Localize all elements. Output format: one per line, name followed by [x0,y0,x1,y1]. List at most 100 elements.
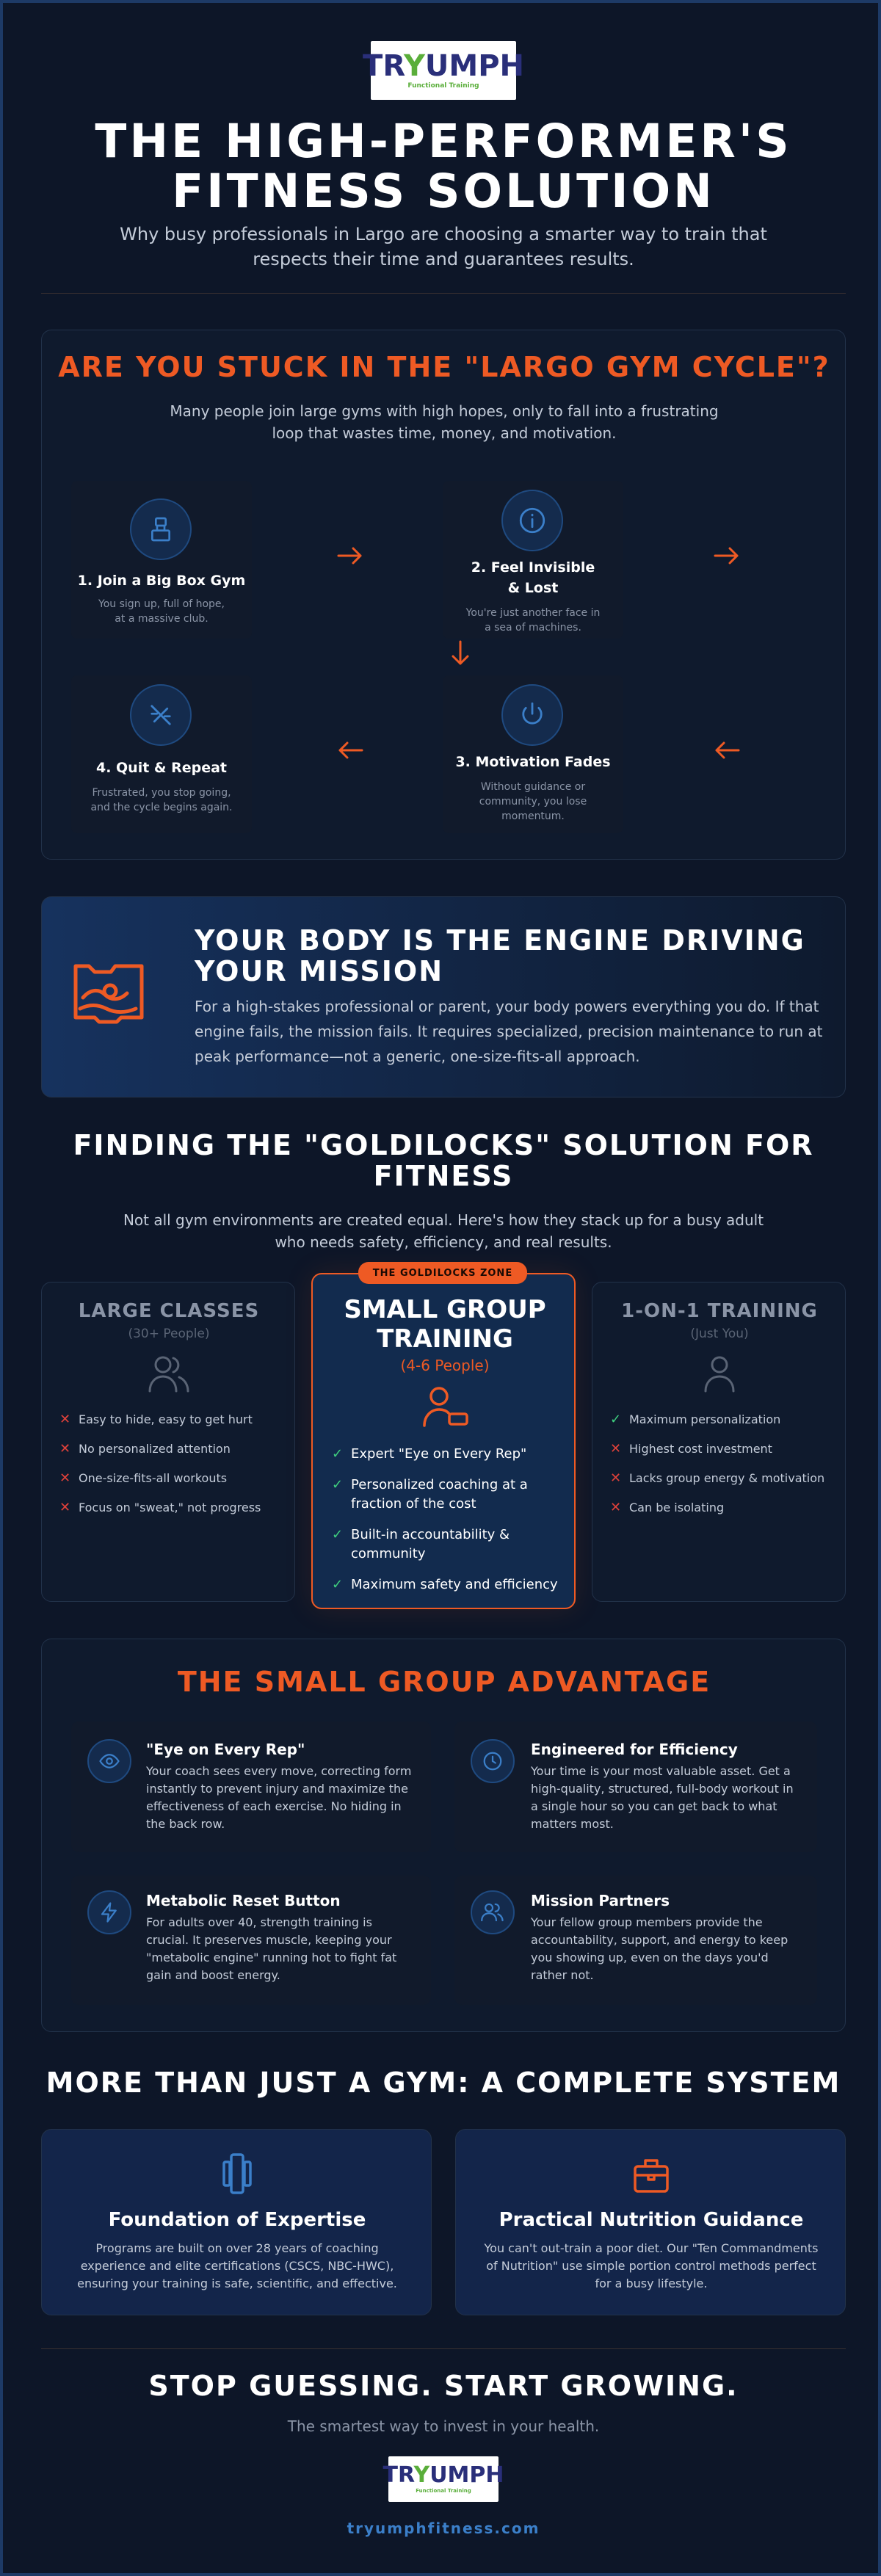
option-small-group-title: SMALL GROUP TRAINING [344,1295,546,1354]
building-icon [130,498,192,560]
logo-word-start: TR [363,49,404,83]
list-item: ✓Maximum personalization [610,1412,781,1427]
coach-icon [421,1385,470,1432]
option-large-classes: LARGE CLASSES (30+ People) ✕Easy to hide… [41,1282,295,1602]
cycle-step-4: 4. Quit & Repeat Frustrated, you stop go… [71,675,252,833]
cycle-step-4-title: 4. Quit & Repeat [95,760,228,776]
gym-cycle-panel: ARE YOU STUCK IN THE "LARGO GYM CYCLE"? … [41,330,846,860]
list-item: ✕Can be isolating [610,1500,725,1515]
system-card-nutrition-title: Practical Nutrition Guidance [498,2209,804,2231]
clock-icon [471,1739,515,1783]
cta-title: STOP GUESSING. START GROWING. [148,2370,739,2402]
cycle-step-1: 1. Join a Big Box Gym You sign up, full … [71,481,252,639]
power-icon [501,684,563,746]
list-item: ✕Focus on "sweat," not progress [59,1500,261,1515]
list-item: ✓Personalized coaching at a fraction of … [332,1477,528,1512]
cycle-step-3: 3. Motivation Fades Without guidance or … [443,675,623,833]
hero-divider [41,293,846,294]
logo-word-end: UMPH [424,49,524,83]
cta-subtitle: The smartest way to invest in your healt… [287,2417,600,2435]
hero-title-line2: FITNESS SOLUTION [172,164,715,218]
engine-panel: YOUR BODY IS THE ENGINE DRIVING YOUR MIS… [41,896,846,1097]
list-item: ✕Easy to hide, easy to get hurt [59,1412,253,1427]
option-one-on-one: 1-ON-1 TRAINING (Just You) ✓Maximum pers… [592,1282,846,1602]
mission-icon [70,957,151,1034]
brand-logo: TRYUMPH Functional Training [363,41,524,100]
cycle-step-4-desc: Frustrated, you stop going, and the cycl… [90,787,233,813]
list-item: ✓Built-in accountability & community [332,1527,510,1561]
cycle-step-2-desc: You're just another face in a sea of mac… [465,607,601,634]
cycle-step-3-desc: Without guidance or community, you lose … [479,781,587,822]
system-card-expertise-text: Programs are built on over 28 years of c… [77,2241,397,2290]
lunchbox-icon [629,2152,673,2199]
option-large-classes-list: ✕Easy to hide, easy to get hurt ✕No pers… [59,1412,280,1516]
advantage-item-efficiency: Engineered for Efficiency Your time is y… [454,1721,817,1852]
advantage-item-efficiency-text: Your time is your most valuable asset. G… [531,1764,794,1831]
system-card-expertise-title: Foundation of Expertise [108,2209,366,2231]
system-card-expertise: Foundation of Expertise Programs are bui… [41,2129,432,2315]
eye-icon [87,1739,131,1783]
option-large-classes-subtitle: (30+ People) [128,1327,210,1341]
info-icon [501,490,563,551]
person-icon [703,1354,736,1397]
website-link[interactable]: tryumphfitness.com [347,2519,540,2537]
logo-word-end: UMPH [429,2462,504,2488]
advantage-title: THE SMALL GROUP ADVANTAGE [177,1666,711,1698]
advantage-item-partners: Mission Partners Your fellow group membe… [454,1876,817,2005]
list-item: ✓Maximum safety and efficiency [332,1577,558,1592]
list-item: ✓Expert "Eye on Every Rep" [332,1446,527,1462]
group-icon [471,1890,515,1934]
hero-title: THE HIGH-PERFORMER'S FITNESS SOLUTION [3,117,881,217]
advantage-item-partners-text: Your fellow group members provide the ac… [531,1915,788,1982]
footer-divider [41,2348,846,2349]
logo-tagline: Functional Training [416,2488,471,2494]
option-small-group: SMALL GROUP TRAINING (4-6 People) ✓Exper… [311,1273,576,1609]
advantage-item-metabolic: Metabolic Reset Button For adults over 4… [71,1876,431,2005]
goldilocks-zone-badge: THE GOLDILOCKS ZONE [358,1262,527,1284]
logo-word-y: Y [403,49,425,83]
list-item: ✕One-size-fits-all workouts [59,1470,228,1486]
list-item: ✕Highest cost investment [610,1441,772,1456]
goldilocks-title: FINDING THE "GOLDILOCKS" SOLUTION FOR FI… [73,1129,814,1192]
quit-icon [130,684,192,746]
advantage-item-metabolic-title: Metabolic Reset Button [146,1892,341,1909]
advantage-panel: THE SMALL GROUP ADVANTAGE "Eye on Every … [41,1639,846,2032]
option-large-classes-title: LARGE CLASSES [78,1300,260,1322]
arrow-left-icon [712,739,742,764]
advantage-item-efficiency-title: Engineered for Efficiency [531,1741,738,1758]
option-one-on-one-list: ✓Maximum personalization ✕Highest cost i… [610,1412,830,1516]
gym-cycle-title: ARE YOU STUCK IN THE "LARGO GYM CYCLE"? [58,351,830,383]
option-one-on-one-title: 1-ON-1 TRAINING [621,1300,818,1322]
dumbbell-icon [217,2152,258,2199]
arrow-down-icon [449,639,471,671]
option-small-group-subtitle: (4-6 People) [400,1357,490,1374]
gym-cycle-intro: Many people join large gyms with high ho… [170,402,719,442]
cycle-step-1-desc: You sign up, full of hope, at a massive … [98,598,225,625]
advantage-item-eye: "Eye on Every Rep" Your coach sees every… [71,1721,431,1852]
arrow-right-icon [712,545,742,570]
cycle-step-2-title: 2. Feel Invisible & Lost [471,559,595,596]
list-item: ✕Lacks group energy & motivation [610,1470,825,1486]
goldilocks-intro: Not all gym environments are created equ… [123,1211,764,1251]
hero-title-line1: THE HIGH-PERFORMER'S [95,115,792,168]
bolt-icon [87,1890,131,1934]
group-icon [147,1354,191,1397]
cycle-step-2: 2. Feel Invisible & Lost You're just ano… [443,481,623,639]
logo-word-start: TR [383,2462,414,2488]
advantage-item-eye-title: "Eye on Every Rep" [146,1741,305,1758]
advantage-item-metabolic-text: For adults over 40, strength training is… [146,1915,397,1982]
list-item: ✕No personalized attention [59,1441,231,1456]
engine-text: For a high-stakes professional or parent… [195,998,823,1065]
logo-word-y: Y [413,2462,430,2488]
option-small-group-list: ✓Expert "Eye on Every Rep" ✓Personalized… [332,1445,559,1594]
hero-subtitle: Why busy professionals in Largo are choo… [120,224,767,269]
cycle-step-3-title: 3. Motivation Fades [455,754,611,770]
system-card-nutrition-text: You can't out-train a poor diet. Our "Te… [484,2241,819,2290]
system-title: MORE THAN JUST A GYM: A COMPLETE SYSTEM [46,2067,841,2099]
cycle-step-1-title: 1. Join a Big Box Gym [77,573,246,589]
engine-title: YOUR BODY IS THE ENGINE DRIVING YOUR MIS… [195,924,805,987]
advantage-item-partners-title: Mission Partners [531,1892,670,1909]
footer-brand-logo: TRYUMPH Functional Training [383,2456,504,2502]
advantage-item-eye-text: Your coach sees every move, correcting f… [146,1764,412,1831]
